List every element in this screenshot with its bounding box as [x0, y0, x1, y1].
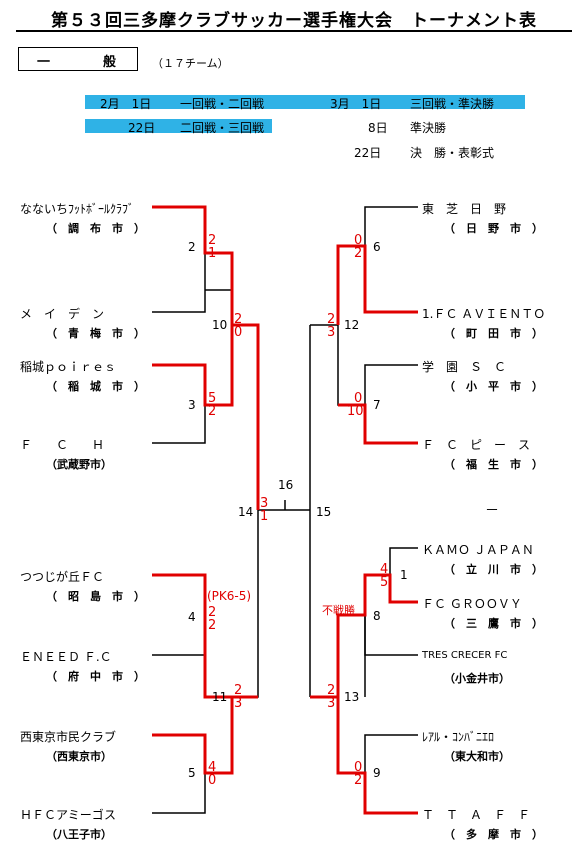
- right-city-6: （ 三 鷹 市 ）: [444, 617, 543, 630]
- match-number-8: 8: [373, 609, 381, 623]
- score-m7-bot: 10: [347, 404, 364, 419]
- match-number-13: 13: [344, 690, 360, 704]
- score-m4-bot: 2: [208, 618, 217, 633]
- right-team-4: Ｆ Ｃ ピ ー ス: [422, 438, 531, 452]
- match-number-10: 10: [212, 318, 228, 332]
- score-m12-bot: 3: [327, 325, 336, 340]
- score-m11-bot: 3: [234, 696, 243, 711]
- category-box: 一 般: [18, 47, 138, 71]
- schedule-date-2: 3月 1日: [330, 97, 382, 111]
- teams-count: （１７チーム）: [152, 57, 229, 70]
- score-m4-top: 2: [208, 605, 217, 620]
- score-m14-bot: 1: [260, 509, 269, 524]
- score-m14-top: 3: [260, 496, 269, 511]
- score-m3-top: 5: [208, 391, 217, 406]
- score-m1-top: 4: [380, 562, 389, 577]
- score-m3-bot: 2: [208, 404, 217, 419]
- left-team-8: ＨＦＣアミーゴス: [20, 808, 117, 822]
- left-city-7: （西東京市）: [46, 750, 112, 763]
- score-m9-bot: 2: [354, 773, 363, 788]
- category-label-left: 一: [37, 55, 51, 70]
- right-city-4: （ 福 生 市 ）: [444, 458, 543, 471]
- score-m6-bot: 2: [354, 246, 363, 261]
- right-team-5: ＫＡＭＯ ＪＡＰＡＮ: [422, 543, 534, 557]
- schedule-date-3: 22日: [128, 121, 156, 135]
- schedule-band-1: [85, 95, 525, 109]
- match-number-4: 4: [188, 610, 196, 624]
- right-city-9: （ 多 摩 市 ）: [444, 828, 543, 841]
- left-city-8: （八王子市）: [46, 828, 112, 841]
- right-team-9: Ｔ Ｔ Ａ Ｆ Ｆ: [422, 808, 531, 822]
- left-city-2: （ 青 梅 市 ）: [46, 327, 145, 340]
- title-underline: [16, 30, 572, 32]
- left-team-6: ＥＮＥＥＤ Ｆ.Ｃ: [20, 650, 112, 664]
- left-team-3: 稲城ｐｏｉｒｅｓ: [20, 360, 117, 374]
- left-city-1: （ 調 布 市 ）: [46, 222, 145, 235]
- score-m5-bot: 0: [208, 773, 217, 788]
- left-team-2: メ イ デ ン: [20, 307, 105, 321]
- match-number-15: 15: [316, 505, 332, 519]
- score-m13-top: 2: [327, 683, 336, 698]
- schedule-band-2: [85, 119, 272, 133]
- score-m11-top: 2: [234, 683, 243, 698]
- category-label-right: 般: [103, 55, 117, 70]
- schedule-round-2: 三回戦・準決勝: [410, 97, 495, 111]
- left-team-4: Ｆ Ｃ Ｈ: [20, 438, 105, 452]
- schedule-date-4: 8日: [368, 121, 388, 135]
- match-number-6: 6: [373, 240, 381, 254]
- right-city-2: （ 町 田 市 ）: [444, 327, 543, 340]
- right-team-3: 学 園 Ｓ Ｃ: [422, 360, 507, 374]
- match-number-3: 3: [188, 398, 196, 412]
- match-number-7: 7: [373, 398, 381, 412]
- schedule-round-4: 準決勝: [410, 121, 447, 135]
- match-number-1: 1: [400, 568, 408, 582]
- match-number-14: 14: [238, 505, 254, 519]
- right-team-7: TRES CRECER FC: [422, 650, 508, 661]
- score-m13-bot: 3: [327, 696, 336, 711]
- right-city-5: （ 立 川 市 ）: [444, 563, 543, 576]
- score-m10-top: 2: [234, 312, 243, 327]
- score-m2-bot: 1: [208, 246, 217, 261]
- score-m4-pk: (PK6-5): [207, 589, 252, 603]
- page-title: 第５３回三多摩クラブサッカー選手権大会 トーナメント表: [51, 11, 537, 31]
- schedule-round-1: 一回戦・二回戦: [180, 97, 265, 111]
- left-team-1: なないちﾌｯﾄﾎﾞｰﾙｸﾗﾌﾞ: [20, 202, 135, 216]
- match-number-9: 9: [373, 766, 381, 780]
- score-m1-bot: 5: [380, 575, 389, 590]
- match-number-11: 11: [212, 690, 228, 704]
- right-city-3: （ 小 平 市 ）: [444, 380, 543, 393]
- right-team-1: 東 芝 日 野: [422, 202, 507, 216]
- right-team-8: ﾚｱﾙ・ｺﾝﾊﾞﾆｴﾛ: [422, 730, 495, 744]
- score-m10-bot: 0: [234, 325, 243, 340]
- left-city-3: （ 稲 城 市 ）: [46, 380, 145, 393]
- left-city-4: （武蔵野市）: [46, 458, 112, 471]
- match-number-5: 5: [188, 766, 196, 780]
- schedule-date-1: 2月 1日: [100, 97, 152, 111]
- right-city-7: （小金井市）: [444, 672, 510, 685]
- score-m12-top: 2: [327, 312, 336, 327]
- match-number-12: 12: [344, 318, 360, 332]
- left-city-5: （ 昭 島 市 ）: [46, 590, 145, 603]
- score-m6-top: 0: [354, 233, 363, 248]
- left-city-6: （ 府 中 市 ）: [46, 670, 145, 683]
- score-m2-top: 2: [208, 233, 217, 248]
- score-m7-top: 0: [354, 391, 363, 406]
- right-team-6: ＦＣ ＧＲＯＯＶＹ: [422, 597, 522, 611]
- match-number-16: 16: [278, 478, 294, 492]
- left-team-5: つつじが丘ＦＣ: [20, 570, 105, 584]
- score-m9-top: 0: [354, 760, 363, 775]
- match-number-2: 2: [188, 240, 196, 254]
- left-team-7: 西東京市民クラブ: [20, 730, 117, 744]
- right-city-8: （東大和市）: [444, 750, 510, 763]
- schedule-date-5: 22日: [354, 146, 382, 160]
- schedule-round-3: 二回戦・三回戦: [180, 121, 265, 135]
- score-m5-top: 4: [208, 760, 217, 775]
- score-m8-note: 不戦勝: [322, 604, 355, 617]
- right-city-1: （ 日 野 市 ）: [444, 222, 543, 235]
- bye-dash: －: [485, 503, 499, 519]
- schedule-round-5: 決 勝・表彰式: [410, 146, 495, 160]
- right-team-2: 1.ＦＣ ＡＶＩＥＮＴＯ: [422, 307, 546, 321]
